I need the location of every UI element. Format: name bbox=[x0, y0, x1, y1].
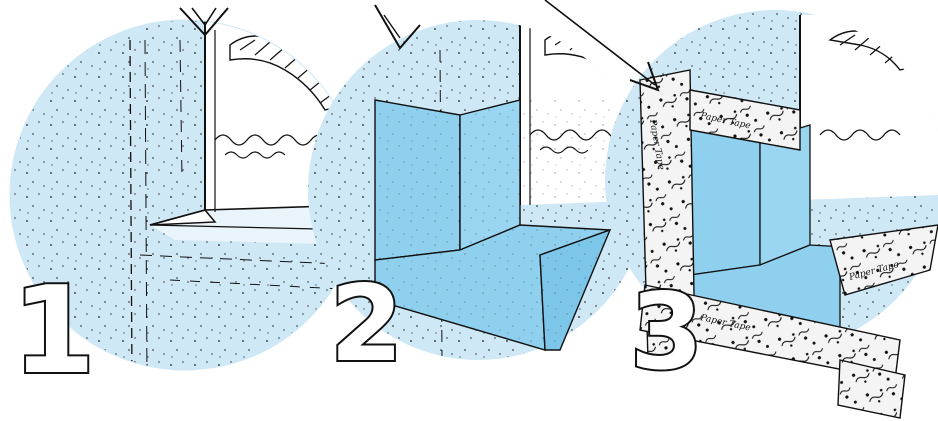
arrow-pointer-icon bbox=[544, 0, 660, 92]
step-number-1: 1 bbox=[12, 262, 96, 401]
panel-step-3: Paper Tape Paper Tape Paper Tape Paper T… bbox=[544, 0, 938, 419]
panel-step-1: 1 bbox=[9, 7, 361, 403]
step-number-2: 2 bbox=[330, 263, 403, 385]
arrow-pointer-icon bbox=[374, 4, 421, 50]
tape-strip-corner bbox=[837, 359, 906, 419]
tape-strip-top bbox=[689, 89, 801, 151]
corner-membrane bbox=[374, 99, 612, 351]
window-opening bbox=[800, 15, 938, 200]
arrow-pointer-icon bbox=[179, 7, 229, 37]
paper-tape-strips: Paper Tape Paper Tape Paper Tape Paper T… bbox=[639, 69, 938, 419]
tape-strip-sill bbox=[829, 224, 938, 296]
step-number-3: 3 bbox=[630, 271, 703, 393]
